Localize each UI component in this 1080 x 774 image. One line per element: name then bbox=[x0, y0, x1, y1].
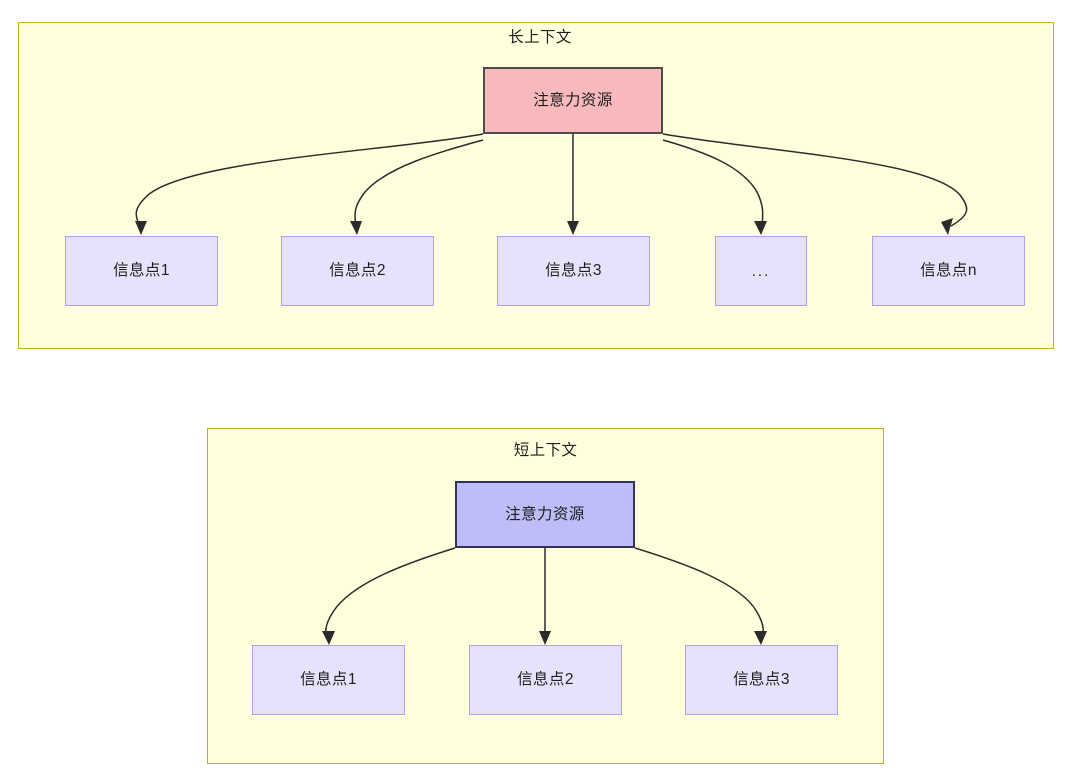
node-label: 信息点2 bbox=[329, 262, 386, 280]
long-context-info-node-2[interactable]: 信息点2 bbox=[281, 236, 434, 306]
node-label: 信息点1 bbox=[113, 262, 170, 280]
short-context-info-node-3[interactable]: 信息点3 bbox=[685, 645, 838, 715]
node-label: 信息点3 bbox=[733, 671, 790, 689]
short-context-info-node-2[interactable]: 信息点2 bbox=[469, 645, 622, 715]
long-context-info-node-n[interactable]: 信息点n bbox=[872, 236, 1025, 306]
node-label: 注意力资源 bbox=[505, 505, 585, 523]
node-label: 信息点n bbox=[920, 262, 977, 280]
short-context-title: 短上下文 bbox=[513, 442, 578, 459]
short-context-attention-resource-node[interactable]: 注意力资源 bbox=[455, 481, 635, 548]
long-context-title: 长上下文 bbox=[508, 29, 572, 46]
long-context-info-node-ellipsis[interactable]: ... bbox=[715, 236, 807, 306]
long-context-info-node-3[interactable]: 信息点3 bbox=[497, 236, 650, 306]
node-label: 信息点2 bbox=[517, 671, 574, 689]
long-context-info-node-1[interactable]: 信息点1 bbox=[65, 236, 218, 306]
long-context-attention-resource-node[interactable]: 注意力资源 bbox=[483, 67, 663, 134]
node-label: 信息点1 bbox=[300, 671, 357, 689]
node-label: ... bbox=[751, 262, 771, 280]
short-context-info-node-1[interactable]: 信息点1 bbox=[252, 645, 405, 715]
node-label: 注意力资源 bbox=[533, 91, 613, 109]
node-label: 信息点3 bbox=[545, 262, 602, 280]
